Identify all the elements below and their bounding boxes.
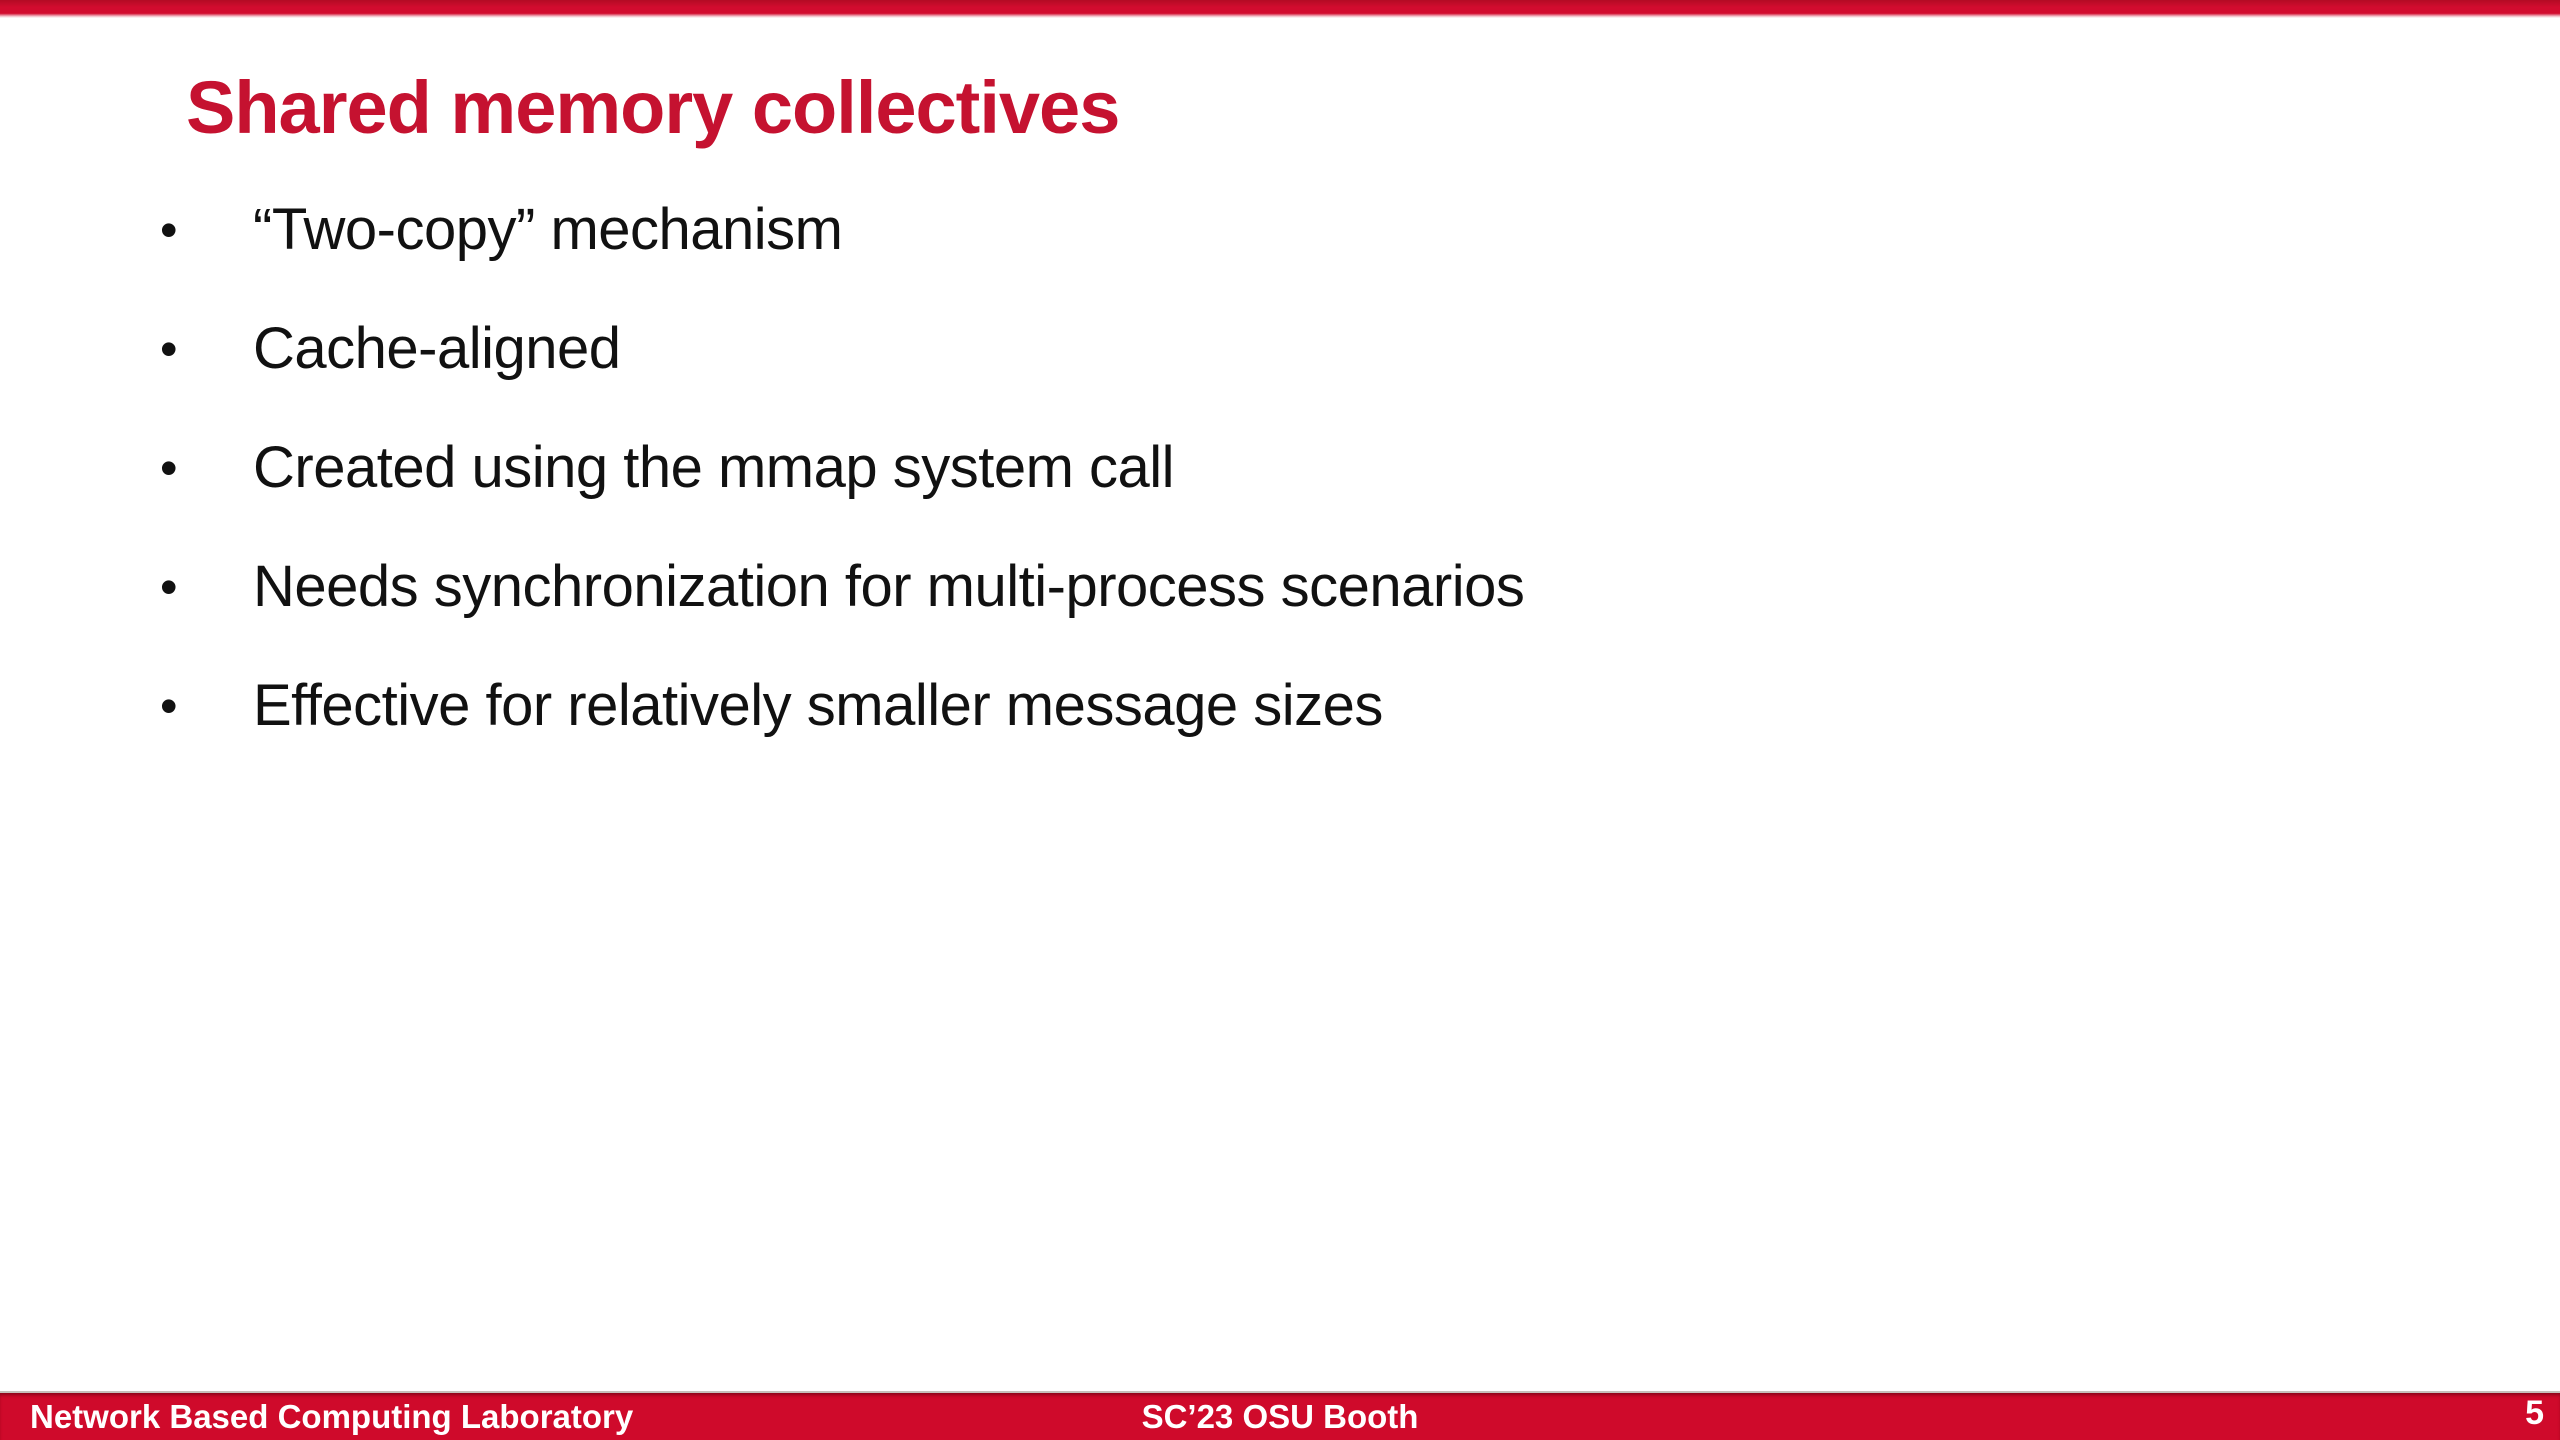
- bullet-item: • Effective for relatively smaller messa…: [160, 646, 2480, 765]
- footer-page-number: 5: [2525, 1394, 2544, 1432]
- footer-lab-name: Network Based Computing Laboratory: [30, 1398, 634, 1435]
- bullet-item: • “Two-copy” mechanism: [160, 170, 2480, 289]
- bullet-list: • “Two-copy” mechanism • Cache-aligned •…: [160, 170, 2480, 765]
- bullet-text: Cache-aligned: [253, 316, 621, 381]
- bullet-item: • Created using the mmap system call: [160, 408, 2480, 527]
- bullet-marker-icon: •: [160, 201, 178, 258]
- bullet-text: “Two-copy” mechanism: [253, 197, 843, 262]
- bullet-marker-icon: •: [160, 677, 178, 734]
- bullet-text: Created using the mmap system call: [253, 435, 1175, 500]
- bullet-marker-icon: •: [160, 320, 178, 377]
- slide-title: Shared memory collectives: [186, 66, 1120, 149]
- bullet-item: • Cache-aligned: [160, 289, 2480, 408]
- bullet-text: Needs synchronization for multi-process …: [253, 554, 1525, 619]
- bullet-text: Effective for relatively smaller message…: [253, 673, 1383, 738]
- bullet-item: • Needs synchronization for multi-proces…: [160, 527, 2480, 646]
- bullet-marker-icon: •: [160, 558, 178, 615]
- bullet-marker-icon: •: [160, 439, 178, 496]
- footer-bar: Network Based Computing Laboratory SC’23…: [0, 1391, 2560, 1440]
- footer-event-name: SC’23 OSU Booth: [1141, 1398, 1419, 1435]
- top-accent-bar: [0, 0, 2560, 18]
